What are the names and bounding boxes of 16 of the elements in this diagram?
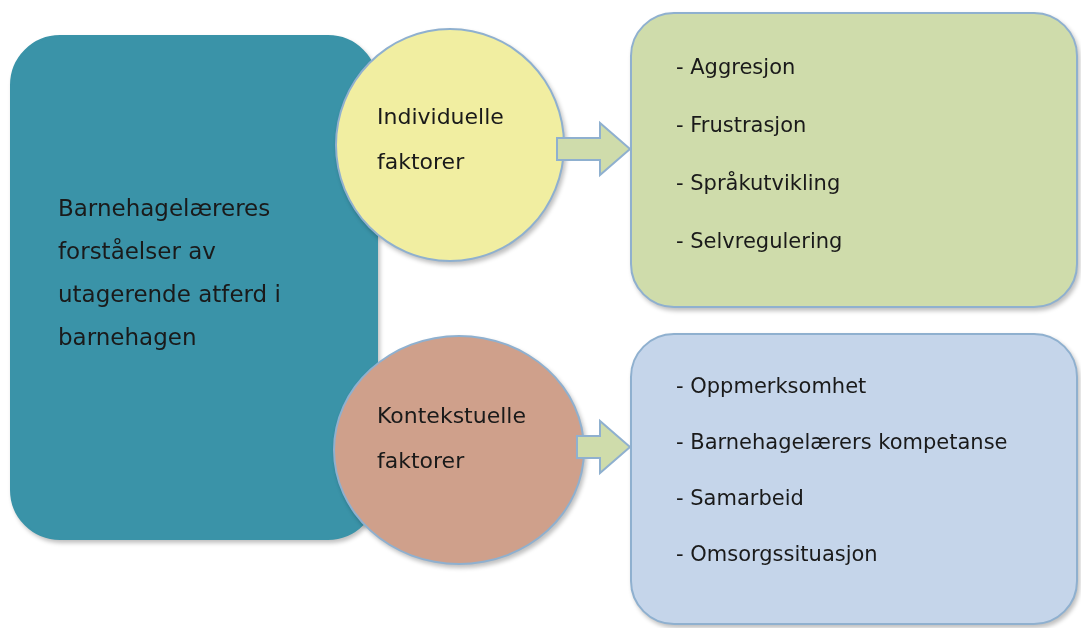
list-item: - Aggresjon: [676, 54, 796, 81]
node-label: Barnehagelæreres forståelser av utagerende atferd i barnehagen: [58, 194, 282, 352]
list-item: - Samarbeid: [676, 485, 804, 512]
list-box: [630, 333, 1078, 625]
block-arrow: [576, 418, 632, 476]
node-label: Individuelle faktorer: [377, 103, 505, 176]
title-box: [10, 35, 378, 540]
list-item: - Omsorgssituasjon: [676, 541, 878, 568]
list-item: - Selvregulering: [676, 228, 843, 255]
list-item: - Frustrasjon: [676, 112, 807, 139]
block-arrow: [556, 120, 632, 178]
list-item: - Oppmerksomhet: [676, 373, 867, 400]
node-label: Kontekstuelle faktorer: [377, 402, 527, 475]
list-box: [630, 12, 1078, 308]
list-item: - Språkutvikling: [676, 170, 841, 197]
list-item: - Barnehagelærers kompetanse: [676, 429, 1008, 456]
